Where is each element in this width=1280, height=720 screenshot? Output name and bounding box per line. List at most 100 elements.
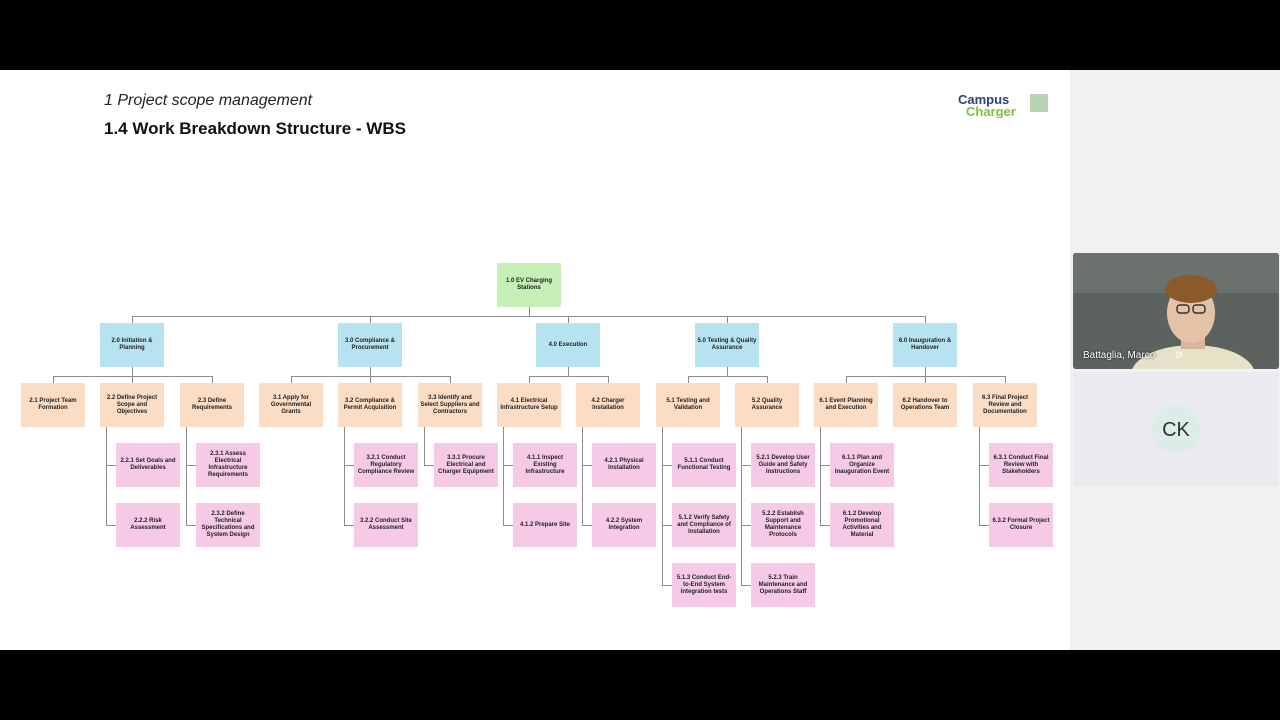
wbs-task-node: 4.2.1 Physical Installation (592, 443, 656, 487)
wbs-task-node: 5.2.2 Establish Support and Maintenance … (751, 503, 815, 547)
connector-line (727, 316, 728, 323)
connector-line (212, 376, 213, 383)
connector-line (741, 465, 751, 466)
connector-line (688, 376, 767, 377)
connector-line (529, 376, 530, 383)
slide-title: 1.4 Work Breakdown Structure - WBS (104, 119, 406, 138)
speaker-video (1073, 253, 1279, 369)
connector-line (568, 367, 569, 376)
wbs-task-node: 3.2.1 Conduct Regulatory Compliance Revi… (354, 443, 418, 487)
wbs-phase-node: 2.0 Initiation & Planning (100, 323, 164, 367)
connector-line (846, 376, 847, 383)
wbs-item-node: 5.1 Testing and Validation (656, 383, 720, 427)
connector-line (741, 427, 742, 585)
connector-line (186, 465, 196, 466)
connector-line (370, 376, 371, 383)
wbs-task-node: 3.3.1 Procure Electrical and Charger Equ… (434, 443, 498, 487)
connector-line (344, 427, 345, 525)
connector-line (344, 525, 354, 526)
wbs-phase-node: 6.0 Inauguration & Handover (893, 323, 957, 367)
wbs-item-node: 3.1 Apply for Governmental Grants (259, 383, 323, 427)
connector-line (53, 376, 54, 383)
connector-line (370, 316, 371, 323)
wbs-item-node: 2.3 Define Requirements (180, 383, 244, 427)
wbs-task-node: 5.2.3 Train Maintenance and Operations S… (751, 563, 815, 607)
connector-line (568, 316, 569, 323)
connector-line (503, 465, 513, 466)
connector-line (106, 525, 116, 526)
wbs-task-node: 6.1.2 Develop Promotional Activities and… (830, 503, 894, 547)
wbs-item-node: 3.2 Compliance & Permit Acquisition (338, 383, 402, 427)
avatar: CK (1152, 406, 1200, 454)
wbs-phase-node: 5.0 Testing & Quality Assurance (695, 323, 759, 367)
wbs-phase-node: 4.0 Execution (536, 323, 600, 367)
connector-line (424, 427, 425, 465)
wbs-task-node: 5.1.3 Conduct End-to-End System Integrat… (672, 563, 736, 607)
connector-line (291, 376, 292, 383)
connector-line (662, 525, 672, 526)
wbs-item-node: 3.3 Identify and Select Suppliers and Co… (418, 383, 482, 427)
connector-line (186, 525, 196, 526)
connector-line (529, 376, 608, 377)
wbs-task-node: 6.3.2 Formal Project Closure (989, 503, 1053, 547)
connector-line (741, 525, 751, 526)
wbs-item-node: 2.2 Define Project Scope and Objectives (100, 383, 164, 427)
wbs-task-node: 5.1.1 Conduct Functional Testing (672, 443, 736, 487)
connector-line (132, 367, 133, 376)
wbs-task-node: 2.2.2 Risk Assessment (116, 503, 180, 547)
wbs-task-node: 2.3.1 Assess Electrical Infrastructure R… (196, 443, 260, 487)
connector-line (582, 465, 592, 466)
wbs-item-node: 4.1 Electrical Infrastructure Setup (497, 383, 561, 427)
connector-line (979, 427, 980, 525)
connector-line (450, 376, 451, 383)
connector-line (608, 376, 609, 383)
participant-name: Battaglia, Marco (1083, 350, 1156, 361)
wbs-task-node: 2.2.1 Set Goals and Deliverables (116, 443, 180, 487)
connector-line (106, 427, 107, 525)
wbs-task-node: 4.1.1 Inspect Existing Infrastructure (513, 443, 577, 487)
wbs-item-node: 6.2 Handover to Operations Team (893, 383, 957, 427)
connector-line (370, 367, 371, 376)
connector-line (132, 316, 133, 323)
wbs-item-node: 6.3 Final Project Review and Documentati… (973, 383, 1037, 427)
connector-line (925, 367, 926, 376)
wbs-task-node: 6.3.1 Conduct Final Review with Stakehol… (989, 443, 1053, 487)
connector-line (925, 316, 926, 323)
connector-line (741, 585, 751, 586)
wbs-item-node: 2.1 Project Team Formation (21, 383, 85, 427)
connector-line (582, 525, 592, 526)
connector-line (106, 465, 116, 466)
wbs-task-node: 6.1.1 Plan and Organize Inauguration Eve… (830, 443, 894, 487)
connector-line (344, 465, 354, 466)
connector-line (662, 427, 663, 585)
connector-line (979, 465, 989, 466)
wbs-task-node: 2.3.2 Define Technical Specifications an… (196, 503, 260, 547)
connector-line (1005, 376, 1006, 383)
presentation-slide: 1 Project scope management 1.4 Work Brea… (0, 70, 1070, 650)
wbs-diagram: 1.0 EV Charging Stations 2.0 Initiation &… (0, 70, 1070, 650)
connector-line (503, 525, 513, 526)
wbs-phase-node: 3.0 Compliance & Procurement (338, 323, 402, 367)
connector-line (662, 585, 672, 586)
wbs-root-node: 1.0 EV Charging Stations (497, 263, 561, 307)
wbs-item-node: 6.1 Event Planning and Execution (814, 383, 878, 427)
connector-line (727, 367, 728, 376)
slide-subtitle: 1 Project scope management (104, 92, 313, 109)
logo-word-2: Charger (966, 104, 1016, 118)
participant-video-tile[interactable]: Battaglia, Marco ⊘ (1073, 253, 1279, 369)
mic-muted-icon: ⊘ (1174, 350, 1183, 361)
logo-word-1: Campus (958, 92, 1009, 107)
connector-line (503, 427, 504, 525)
connector-line (132, 376, 133, 383)
connector-line (529, 307, 530, 316)
connector-line (582, 427, 583, 525)
wbs-task-node: 4.1.2 Prepare Site (513, 503, 577, 547)
wbs-item-node: 4.2 Charger Installation (576, 383, 640, 427)
connector-line (424, 465, 434, 466)
connector-line (662, 465, 672, 466)
connector-line (820, 525, 830, 526)
wbs-item-node: 5.2 Quality Assurance (735, 383, 799, 427)
campus-charger-logo: Campus Charger (958, 92, 1050, 119)
wbs-task-node: 3.2.2 Conduct Site Assessment (354, 503, 418, 547)
connector-line (820, 465, 830, 466)
